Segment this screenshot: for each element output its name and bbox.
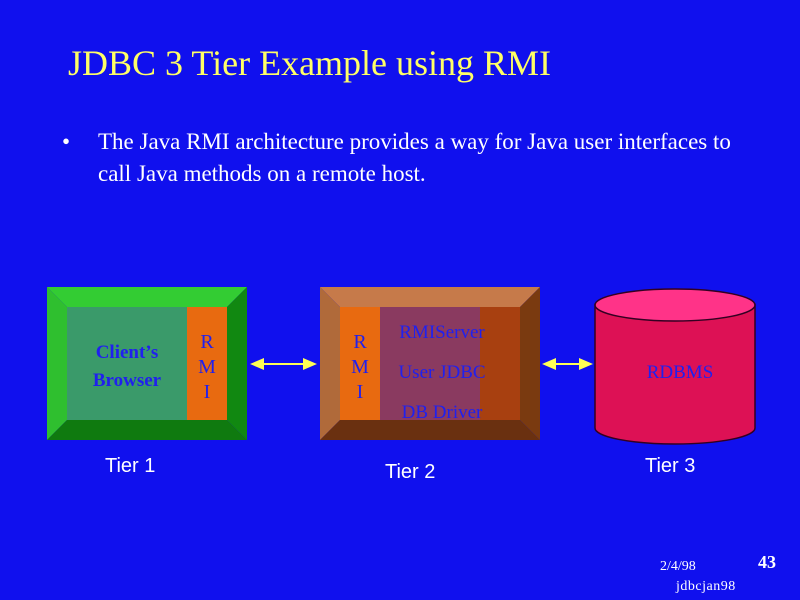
server-box: R M I RMIServer User JDBC DB Driver (320, 287, 540, 440)
slide-title: JDBC 3 Tier Example using RMI (68, 43, 552, 83)
footer-date: 2/4/98 (660, 559, 696, 574)
server-label-line2: User JDBC (398, 362, 485, 383)
client-rmi-r: R (200, 331, 214, 353)
client-rmi-i: I (204, 381, 211, 403)
server-label-line3: DB Driver (402, 402, 483, 423)
server-rmi-i: I (357, 381, 364, 403)
bullet-icon: • (62, 129, 71, 154)
db-label: RDBMS (647, 362, 714, 383)
tier-1-label: Tier 1 (105, 455, 156, 477)
server-rmi-m: M (351, 356, 369, 378)
page-number: 43 (758, 552, 776, 572)
tier-3-label: Tier 3 (645, 455, 696, 477)
client-bevel-bottom (47, 420, 247, 440)
arrow-client-server (250, 358, 317, 370)
server-bevel-right (520, 287, 540, 440)
cylinder-body (594, 304, 756, 445)
footer-deck-name: jdbcjan98 (676, 579, 736, 594)
client-rmi-m: M (198, 356, 216, 378)
client-label-line1: Client’s (96, 342, 159, 363)
client-label-line2: Browser (93, 370, 162, 391)
bullet-text: The Java RMI architecture provides a way… (98, 129, 731, 186)
server-inner-right (480, 307, 520, 420)
database-cylinder: RDBMS (594, 288, 756, 445)
server-label-line1: RMIServer (399, 322, 485, 343)
server-inner-panel (380, 307, 480, 420)
server-rmi-block (340, 307, 380, 420)
server-bevel-bottom (320, 420, 540, 440)
client-bevel-left (47, 287, 67, 440)
client-bevel-right (227, 287, 247, 440)
client-rmi-block (187, 307, 227, 420)
arrow-server-db (542, 358, 593, 370)
server-bevel-top (320, 287, 540, 307)
cylinder-top (594, 288, 756, 322)
server-rmi-r: R (353, 331, 367, 353)
client-bevel-top (47, 287, 247, 307)
client-box: Client’s Browser R M I (47, 287, 247, 440)
tier-2-label: Tier 2 (385, 461, 436, 483)
server-bevel-left (320, 287, 340, 440)
